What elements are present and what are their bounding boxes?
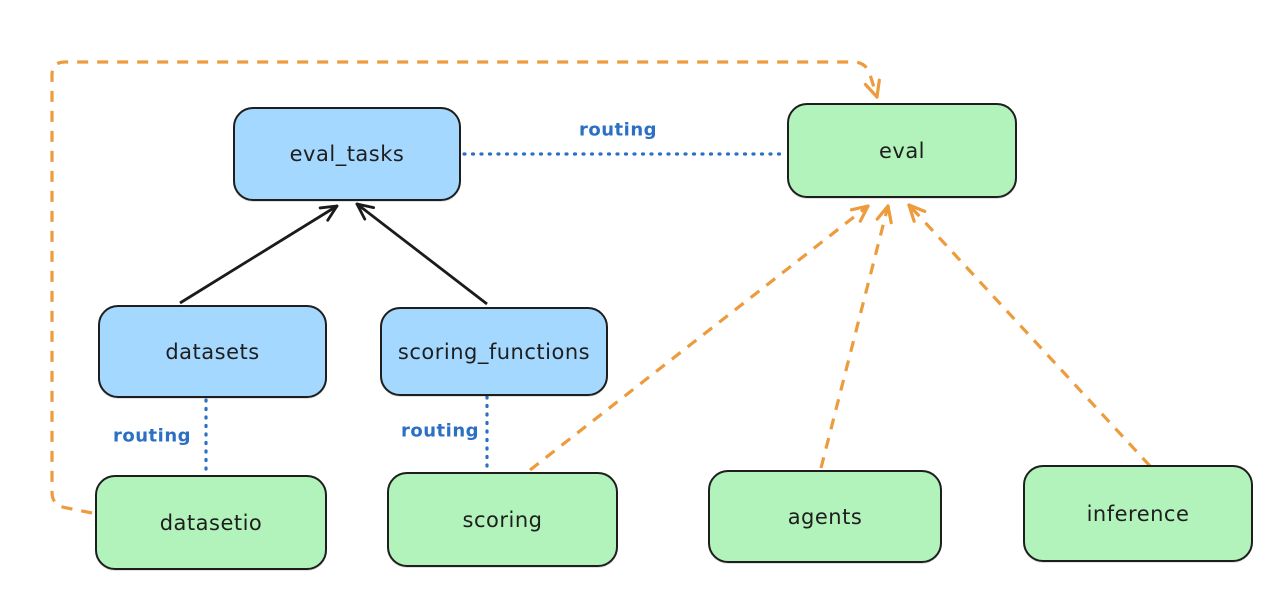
edge-label-routing: routing [400,420,480,442]
node-label: datasetio [159,510,263,535]
node-scoring_functions[interactable]: scoring_functions [380,307,608,396]
edge-datasets-to-eval_tasks [179,204,339,305]
node-agents[interactable]: agents [708,470,942,563]
edge-inference-to-eval [907,203,1152,468]
node-scoring[interactable]: scoring [387,472,618,567]
node-eval[interactable]: eval [787,103,1017,198]
node-label: inference [1086,501,1190,526]
node-datasetio[interactable]: datasetio [95,475,327,570]
edge-label-routing: routing [112,425,192,447]
node-label: agents [787,504,863,529]
node-label: eval_tasks [289,142,405,166]
node-label: eval [878,138,926,163]
node-label: scoring [462,507,543,532]
edge-label-routing: routing [578,119,658,141]
node-label: datasets [165,339,260,364]
edge-scoring-to-eval [529,204,870,472]
node-label: scoring_functions [397,339,591,364]
edge-datasetio-to-eval [50,60,881,515]
node-datasets[interactable]: datasets [98,305,327,398]
edge-agents-to-eval [819,204,893,469]
node-eval_tasks[interactable]: eval_tasks [233,107,461,201]
edge-scoring_functions-to-eval_tasks [355,202,488,306]
node-inference[interactable]: inference [1023,465,1253,562]
